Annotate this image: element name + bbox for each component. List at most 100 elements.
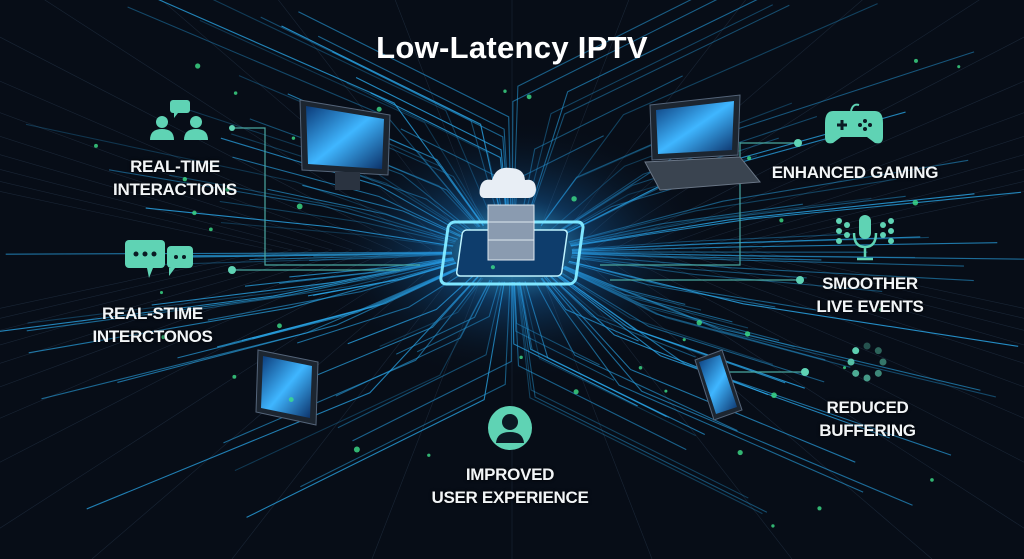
- glow-node: [182, 176, 188, 182]
- glow-node: [376, 106, 382, 112]
- spinner-dot: [874, 369, 882, 377]
- grid-line: [711, 249, 1024, 331]
- glow-node: [159, 290, 164, 295]
- glow-node: [503, 89, 507, 93]
- grid-line: [731, 181, 1024, 251]
- spinner-dot: [852, 369, 860, 377]
- feature-smoother-live-events: SMOOTHER LIVE EVENTS: [800, 272, 940, 318]
- feature-reduced-buffering: REDUCED BUFFERING: [800, 396, 935, 442]
- grid-line: [711, 169, 1024, 251]
- grid-line: [731, 249, 1024, 319]
- glow-node: [779, 218, 784, 223]
- grid-line: [0, 112, 373, 251]
- spinner-dot: [879, 358, 887, 366]
- glow-node: [914, 58, 918, 63]
- label-line: ENHANCED GAMING: [771, 163, 939, 182]
- label-line: SMOOTHER: [822, 274, 918, 293]
- grid-line: [0, 249, 313, 331]
- grid-line: [651, 249, 1024, 388]
- spinner-dot: [863, 374, 871, 382]
- spinner-dot: [847, 358, 855, 366]
- spinner-dot: [874, 347, 882, 355]
- grid-line: [0, 249, 333, 346]
- label-line: BUFFERING: [819, 421, 916, 440]
- grid-line: [631, 249, 1024, 419]
- grid-line: [0, 249, 353, 364]
- server-stack-icon: [487, 204, 535, 261]
- gamepad-icon: [825, 103, 883, 144]
- page-title: Low-Latency IPTV: [376, 30, 648, 65]
- glow-node: [232, 374, 237, 379]
- spinner-dot: [863, 342, 871, 350]
- glow-node: [930, 478, 934, 482]
- label-line: LIVE EVENTS: [816, 297, 924, 316]
- glow-node: [94, 143, 98, 148]
- label-line: IMPROVED: [465, 465, 555, 484]
- grid-line: [671, 249, 1024, 364]
- glow-node: [490, 265, 495, 270]
- glow-node: [296, 203, 303, 210]
- glow-node: [208, 227, 213, 232]
- label-line: REDUCED: [826, 398, 909, 417]
- label-line: REAL-STIME: [102, 304, 203, 323]
- grid-line: [691, 249, 1024, 346]
- spinner-dot: [852, 347, 860, 355]
- grid-line: [0, 191, 273, 251]
- glow-node: [696, 319, 703, 326]
- grid-line: [0, 136, 353, 251]
- glow-node: [288, 397, 294, 402]
- grid-line: [611, 36, 1024, 251]
- feature-enhanced-gaming: ENHANCED GAMING: [755, 161, 955, 184]
- glow-node: [957, 65, 961, 69]
- label-line: INTERCTONOS: [92, 327, 213, 346]
- glow-node: [526, 94, 532, 100]
- feature-real-time-interactions-2: REAL-STIME INTERCTONOS: [80, 302, 225, 348]
- glow-node: [638, 365, 643, 370]
- glow-node: [353, 446, 360, 453]
- user-icon: [488, 406, 532, 450]
- glow-node: [912, 199, 919, 206]
- phone-device-icon: [694, 349, 743, 421]
- glow-node: [737, 449, 743, 456]
- grid-line: [0, 154, 333, 251]
- chat-bubbles-icon: [125, 240, 193, 278]
- laptop-device-icon: [644, 94, 761, 191]
- connector-lines: [232, 127, 805, 373]
- label-line: REAL-TIME: [130, 157, 220, 176]
- grid-line: [751, 191, 1024, 251]
- glow-node: [771, 524, 775, 528]
- glow-node: [291, 136, 296, 140]
- glow-node: [427, 453, 431, 457]
- glow-node: [843, 366, 847, 370]
- glow-node: [744, 331, 751, 337]
- glow-node: [817, 506, 822, 511]
- glow-node: [682, 338, 686, 342]
- grid-line: [0, 80, 393, 251]
- grid-line: [0, 249, 273, 309]
- grid-line: [651, 112, 1024, 251]
- glow-node: [192, 210, 197, 216]
- glow-node: [571, 196, 577, 202]
- glow-node: [161, 335, 166, 340]
- grid-line: [0, 249, 293, 319]
- glow-node: [878, 307, 883, 312]
- glowing-nodes: [94, 58, 961, 528]
- feature-real-time-interactions: REAL-TIME INTERACTIONS: [105, 155, 245, 201]
- people-chat-icon: [150, 100, 208, 140]
- glow-node: [519, 355, 523, 360]
- label-line: INTERACTIONS: [113, 180, 237, 199]
- tablet-device-icon: [255, 349, 319, 426]
- glow-node: [771, 392, 777, 399]
- label-line: USER EXPERIENCE: [431, 488, 589, 507]
- glow-node: [225, 187, 230, 192]
- glow-node: [233, 91, 238, 95]
- grid-line: [751, 249, 1024, 309]
- glow-node: [664, 389, 668, 393]
- grid-line: [611, 249, 1024, 463]
- grid-line: [0, 169, 313, 251]
- grid-line: [0, 249, 393, 419]
- cloud-icon: [479, 167, 536, 198]
- feature-improved-user-experience: IMPROVED USER EXPERIENCE: [425, 463, 595, 509]
- glow-node: [573, 389, 579, 395]
